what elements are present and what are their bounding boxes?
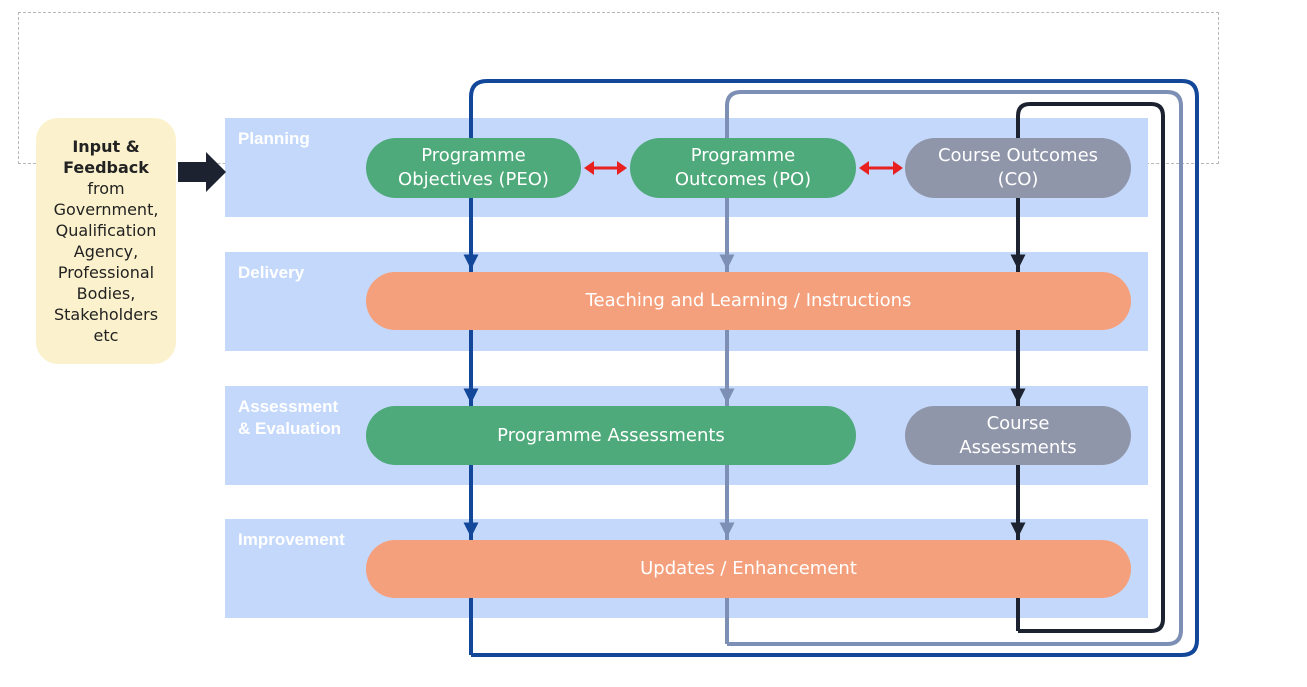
peo-flow-loop bbox=[463, 79, 1199, 657]
peo-po-double-arrow-icon bbox=[584, 161, 627, 175]
input-feedback-body: from Government, Qualification Agency, P… bbox=[53, 179, 159, 345]
improvement-label: Improvement bbox=[238, 530, 345, 549]
planning-label: Planning bbox=[238, 129, 310, 148]
updates-node: Updates / Enhancement bbox=[366, 540, 1131, 598]
course-assessments-node: Course Assessments bbox=[905, 406, 1131, 465]
delivery-label: Delivery bbox=[238, 263, 305, 282]
po-flow-loop bbox=[719, 90, 1183, 646]
input-feedback-title: Input & Feedback bbox=[63, 137, 149, 177]
assessment-label: Assessment & Evaluation bbox=[238, 397, 341, 438]
programme-assessments-node: Programme Assessments bbox=[366, 406, 856, 465]
input-arrow-icon bbox=[178, 152, 226, 192]
po-co-double-arrow-icon bbox=[859, 161, 903, 175]
po-node: Programme Outcomes (PO) bbox=[630, 138, 856, 198]
peo-node: Programme Objectives (PEO) bbox=[366, 138, 581, 198]
co-node: Course Outcomes (CO) bbox=[905, 138, 1131, 198]
teaching-node: Teaching and Learning / Instructions bbox=[366, 272, 1131, 330]
input-feedback-box: Input & Feedback from Government, Qualif… bbox=[36, 118, 176, 364]
co-flow-loop bbox=[1010, 102, 1165, 633]
